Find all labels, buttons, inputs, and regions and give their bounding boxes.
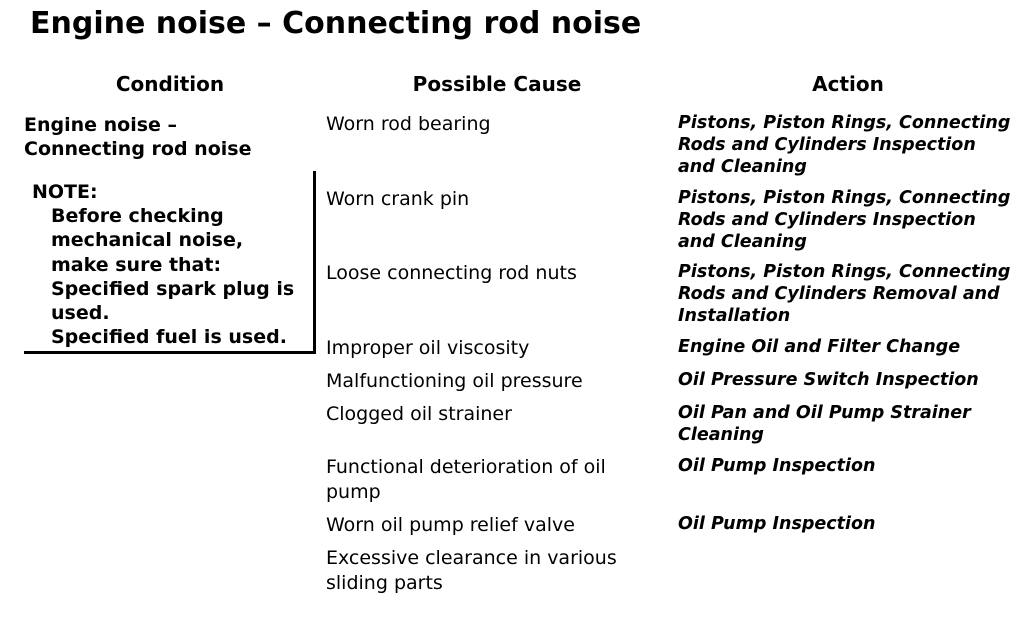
action-line: Pistons, Piston Rings, Connecting <box>678 188 1011 208</box>
action-line: Pistons, Piston Rings, Connecting <box>678 262 1011 282</box>
action-line: Rods and Cylinders Inspection <box>678 210 976 230</box>
action-link[interactable]: Oil Pump Inspection <box>678 455 1023 477</box>
cause-cell: Worn rod bearing <box>326 112 668 137</box>
note-line: Before checking <box>51 205 224 227</box>
cause-cell: Worn oil pump relief valve <box>326 513 668 538</box>
cause-cell: Loose connecting rod nuts <box>326 261 668 286</box>
cause-line: Excessive clearance in various <box>326 547 617 569</box>
action-line: Oil Pump Inspection <box>678 456 876 476</box>
cause-line: Functional deterioration of oil <box>326 456 606 478</box>
action-line: Oil Pressure Switch Inspection <box>678 370 979 390</box>
action-line: Rods and Cylinders Removal and <box>678 284 1000 304</box>
note-line: Specified fuel is used. <box>51 326 287 349</box>
page-title: Engine noise – Connecting rod noise <box>30 6 642 41</box>
action-link[interactable]: Pistons, Piston Rings, Connecting Rods a… <box>678 261 1023 327</box>
note-line: Specified spark plug is <box>51 277 295 300</box>
cause-cell: Excessive clearance in various sliding p… <box>326 546 668 596</box>
action-link[interactable]: Pistons, Piston Rings, Connecting Rods a… <box>678 187 1023 253</box>
condition-line: Connecting rod noise <box>24 138 252 160</box>
note-title: NOTE: <box>32 181 98 203</box>
note-body: Before checking mechanical noise, make s… <box>51 204 313 350</box>
cause-line: Worn oil pump relief valve <box>326 514 575 536</box>
cause-cell: Malfunctioning oil pressure <box>326 369 668 394</box>
cause-line: Improper oil viscosity <box>326 337 530 359</box>
cause-line: Worn rod bearing <box>326 113 491 135</box>
header-possible-cause: Possible Cause <box>412 72 582 96</box>
cause-line: Loose connecting rod nuts <box>326 262 577 284</box>
cause-cell: Improper oil viscosity <box>326 336 668 361</box>
note-line: used. <box>51 302 110 325</box>
action-link[interactable]: Oil Pump Inspection <box>678 513 1023 535</box>
action-line: and Cleaning <box>678 157 807 177</box>
note-box: NOTE: Before checking mechanical noise, … <box>24 171 316 354</box>
action-link[interactable]: Engine Oil and Filter Change <box>678 336 1023 358</box>
note-line: mechanical noise, <box>51 229 244 252</box>
cause-cell: Clogged oil strainer <box>326 402 668 427</box>
action-link[interactable]: Pistons, Piston Rings, Connecting Rods a… <box>678 112 1023 178</box>
cause-line: Clogged oil strainer <box>326 403 512 425</box>
action-line: Installation <box>678 306 791 326</box>
cause-line: sliding parts <box>326 572 443 594</box>
cause-cell: Worn crank pin <box>326 187 668 212</box>
action-line: Rods and Cylinders Inspection <box>678 135 976 155</box>
action-line: Oil Pan and Oil Pump Strainer <box>678 403 971 423</box>
cause-line: Worn crank pin <box>326 188 470 210</box>
action-line: Pistons, Piston Rings, Connecting <box>678 113 1011 133</box>
action-line: Engine Oil and Filter Change <box>678 337 961 357</box>
action-line: Cleaning <box>678 425 764 445</box>
action-line: Oil Pump Inspection <box>678 514 876 534</box>
condition-line: Engine noise – <box>24 114 178 136</box>
note-line: make sure that: <box>51 253 222 276</box>
condition-cell: Engine noise – Connecting rod noise <box>24 113 251 161</box>
action-link[interactable]: Oil Pan and Oil Pump Strainer Cleaning <box>678 402 1023 446</box>
cause-line: Malfunctioning oil pressure <box>326 370 583 392</box>
cause-cell: Functional deterioration of oil pump <box>326 455 668 505</box>
cause-line: pump <box>326 481 381 503</box>
action-link[interactable]: Oil Pressure Switch Inspection <box>678 369 1023 391</box>
header-action: Action <box>812 72 884 96</box>
action-line: and Cleaning <box>678 232 807 252</box>
header-condition: Condition <box>115 72 225 96</box>
